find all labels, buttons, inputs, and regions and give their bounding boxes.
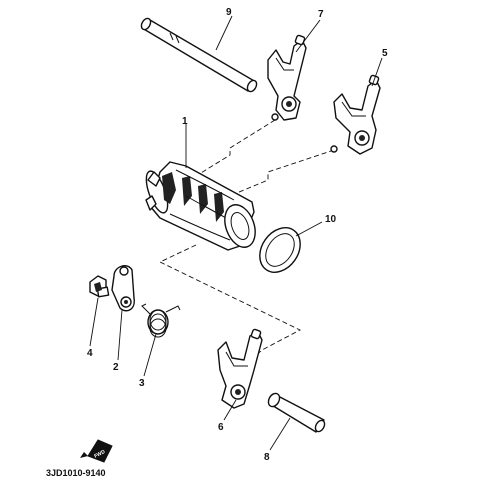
label-part-8: 8 bbox=[264, 452, 270, 463]
part-2-stopper-lever bbox=[111, 265, 135, 312]
leader-lines bbox=[89, 15, 383, 451]
label-part-7: 7 bbox=[318, 9, 324, 20]
label-part-3: 3 bbox=[139, 378, 145, 389]
label-part-5: 5 bbox=[382, 48, 388, 59]
label-part-6: 6 bbox=[218, 422, 224, 433]
part-6-shift-fork bbox=[217, 328, 263, 409]
part-10-ring bbox=[259, 227, 301, 273]
label-part-2: 2 bbox=[113, 362, 119, 373]
part-1-shift-drum bbox=[145, 161, 256, 251]
label-part-1: 1 bbox=[182, 116, 188, 127]
part-8-short-guide-bar bbox=[267, 392, 326, 433]
part-4-bolt bbox=[89, 275, 110, 298]
part-labels: 9 7 5 1 10 4 2 3 6 8 bbox=[87, 7, 388, 463]
diagram-code: 3JD1010-9140 bbox=[46, 468, 106, 478]
part-7-shift-fork bbox=[267, 34, 307, 121]
fwd-arrow-label: FWD bbox=[93, 449, 106, 460]
label-part-4: 4 bbox=[87, 348, 93, 359]
label-part-10: 10 bbox=[325, 214, 337, 225]
fwd-arrow-icon: FWD bbox=[80, 439, 113, 463]
part-3-torsion-spring bbox=[141, 303, 181, 338]
part-9-guide-bar bbox=[140, 17, 258, 93]
label-part-9: 9 bbox=[226, 7, 232, 18]
part-5-shift-fork bbox=[330, 74, 381, 155]
